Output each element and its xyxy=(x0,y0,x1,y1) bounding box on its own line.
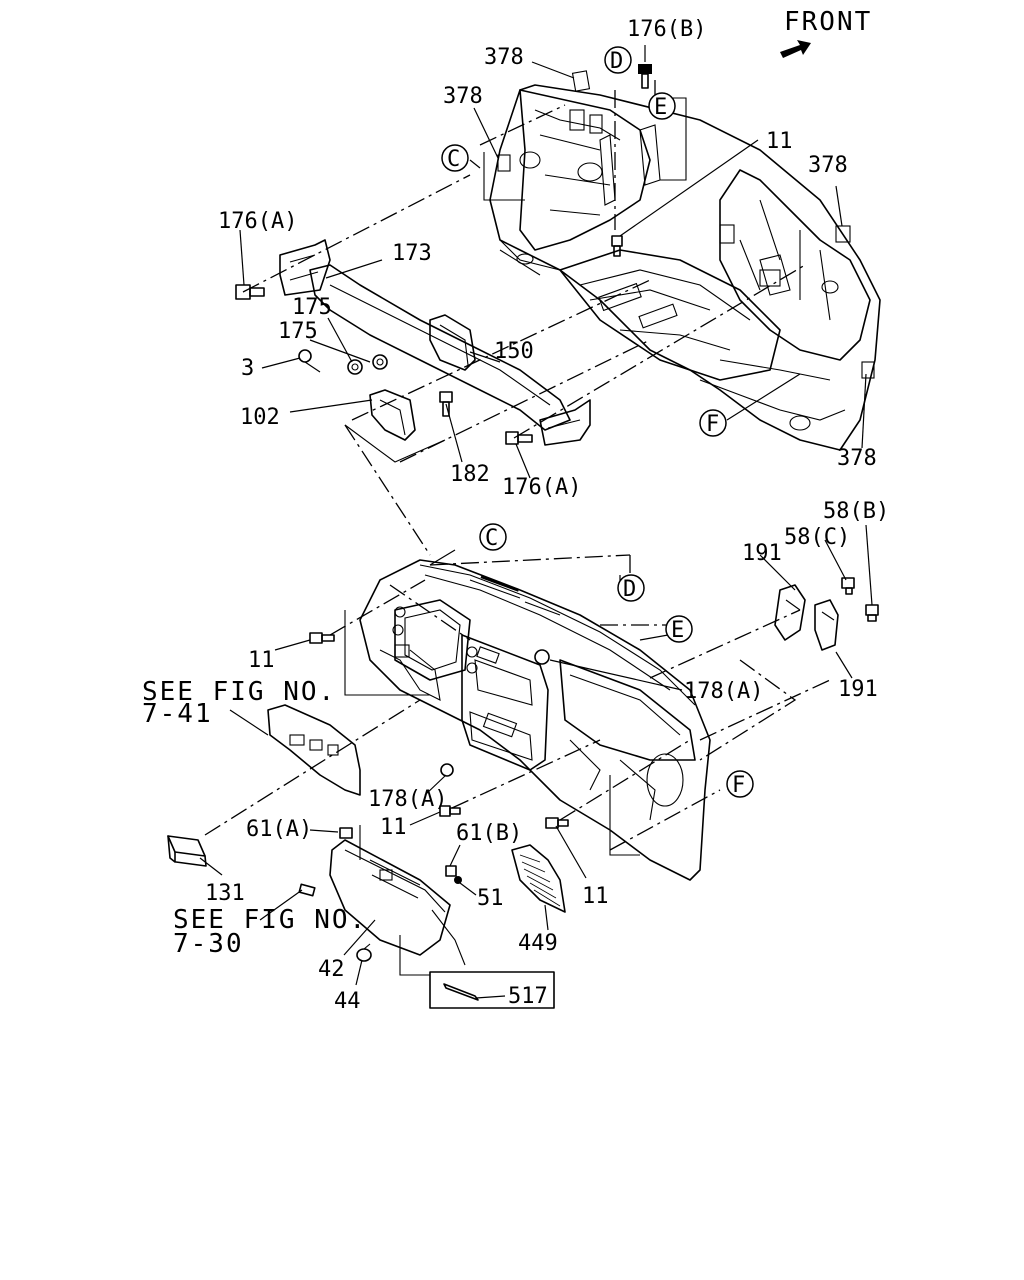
bolt-182 xyxy=(439,391,453,417)
reinforcement-191 xyxy=(774,584,839,651)
bolt-11-top xyxy=(611,235,623,257)
bolt-176a-left xyxy=(235,284,265,300)
label-61a: 61(A) xyxy=(246,817,312,842)
cross-member-beam xyxy=(279,239,591,446)
label-178a-right: 178(A) xyxy=(684,679,763,704)
svg-text:C: C xyxy=(447,147,460,172)
label-150: 150 xyxy=(494,339,534,364)
bumper-44 xyxy=(356,943,372,962)
ref-c-lower: C xyxy=(479,523,507,551)
svg-text:F: F xyxy=(706,412,719,437)
see-fig-741-line1: SEE FIG NO. xyxy=(142,677,336,707)
label-173: 173 xyxy=(392,241,432,266)
label-58b: 58(B) xyxy=(823,499,889,524)
label-51: 51 xyxy=(477,886,504,911)
label-378-b: 378 xyxy=(443,84,483,109)
label-176b: 176(B) xyxy=(627,17,706,42)
front-arrow-icon xyxy=(780,40,811,58)
label-11-top: 11 xyxy=(766,129,793,154)
ref-f-lower: F xyxy=(726,770,754,798)
ref-e-upper: E xyxy=(648,92,676,120)
screw-61a xyxy=(339,827,353,839)
bolt-176a-bottom xyxy=(505,431,533,445)
label-42: 42 xyxy=(318,957,345,982)
side-trim-panel xyxy=(267,704,361,796)
label-44: 44 xyxy=(334,989,361,1014)
label-378-d: 378 xyxy=(837,446,877,471)
label-61b: 61(B) xyxy=(456,821,522,846)
label-175-a: 175 xyxy=(292,295,332,320)
pad-378-d xyxy=(861,361,875,379)
svg-text:D: D xyxy=(623,577,636,602)
label-182: 182 xyxy=(450,462,490,487)
label-378-a: 378 xyxy=(484,45,524,70)
glove-box-42 xyxy=(329,839,466,966)
label-178a-left: 178(A) xyxy=(368,787,447,812)
label-449: 449 xyxy=(518,931,558,956)
pad-378-a xyxy=(571,70,591,92)
bolt-58c xyxy=(841,577,855,595)
svg-text:E: E xyxy=(654,95,667,120)
key-517-box xyxy=(429,971,555,1009)
label-3: 3 xyxy=(241,356,254,381)
label-11-mid: 11 xyxy=(380,815,407,840)
ref-d-upper: D xyxy=(604,46,632,74)
ref-c-upper: C xyxy=(441,144,469,172)
pin-small xyxy=(298,883,316,897)
see-fig-730-line2: 7-30 xyxy=(173,929,244,959)
label-175-b: 175 xyxy=(278,319,318,344)
switch-131 xyxy=(167,835,207,867)
clip-51 xyxy=(454,876,462,884)
label-176a-left: 176(A) xyxy=(218,209,297,234)
label-176a-bottom: 176(A) xyxy=(502,475,581,500)
nut-175-b xyxy=(372,354,388,370)
bolt-176b xyxy=(638,64,652,89)
instrument-panel xyxy=(359,559,711,881)
see-fig-741-line2: 7-41 xyxy=(142,699,213,729)
bolt-58b xyxy=(865,604,879,622)
ref-d-lower: D xyxy=(617,574,645,602)
label-131: 131 xyxy=(205,881,245,906)
nut-178a-left xyxy=(440,763,454,777)
nut-178a-right xyxy=(534,649,550,665)
label-58c: 58(C) xyxy=(784,525,850,550)
pad-378-b xyxy=(497,154,511,172)
label-191-a: 191 xyxy=(742,541,782,566)
pad-378-c xyxy=(835,225,851,243)
svg-text:E: E xyxy=(671,618,684,643)
svg-text:D: D xyxy=(610,49,623,74)
ref-e-lower: E xyxy=(665,615,693,643)
screw-61b xyxy=(445,865,457,877)
svg-text:F: F xyxy=(732,773,745,798)
bolt-11-right xyxy=(545,817,569,829)
ref-f-upper: F xyxy=(699,409,727,437)
svg-text:C: C xyxy=(485,526,498,551)
label-378-c: 378 xyxy=(808,153,848,178)
bolt-11-left xyxy=(309,632,335,644)
cover-449 xyxy=(511,844,566,913)
bolt-11-mid xyxy=(439,805,461,817)
label-517: 517 xyxy=(508,984,548,1009)
label-11-left: 11 xyxy=(248,648,275,673)
clip-3 xyxy=(298,349,321,373)
label-102: 102 xyxy=(240,405,280,430)
label-11-right: 11 xyxy=(582,884,609,909)
nut-175-a xyxy=(347,359,363,375)
label-191-b: 191 xyxy=(838,677,878,702)
body-floor-panel xyxy=(489,84,881,451)
front-label: FRONT xyxy=(784,7,872,37)
see-fig-730-line1: SEE FIG NO. xyxy=(173,905,367,935)
